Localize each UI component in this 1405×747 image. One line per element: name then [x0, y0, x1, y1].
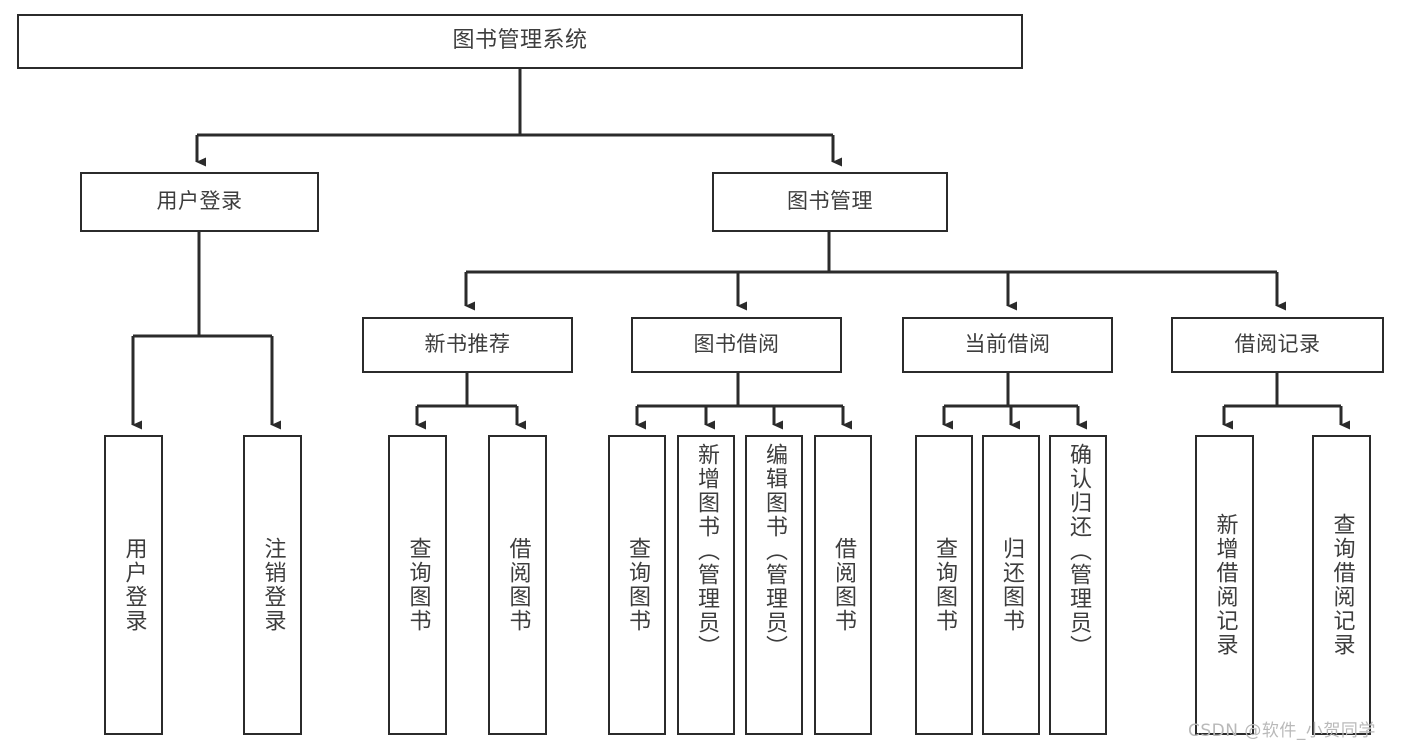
- leaf-records-add-record[interactable]: 新增借阅记录: [1195, 435, 1254, 735]
- node-label: 查询借阅记录: [1329, 513, 1355, 657]
- leaf-book-borrow-add-book-admin[interactable]: 新增图书（管理员）: [677, 435, 735, 735]
- leaf-book-borrow-query-book[interactable]: 查询图书: [608, 435, 666, 735]
- node-label: 用户登录: [156, 189, 243, 214]
- node-label: 查询图书: [932, 537, 957, 633]
- node-label: 借阅图书: [831, 537, 856, 633]
- node-label: 图书管理: [787, 189, 873, 214]
- leaf-current-borrow-return-book[interactable]: 归还图书: [982, 435, 1040, 735]
- leaf-records-query-record[interactable]: 查询借阅记录: [1312, 435, 1371, 735]
- node-label: 当前借阅: [964, 332, 1051, 357]
- node-label: 查询图书: [405, 537, 431, 633]
- leaf-new-book-borrow-book[interactable]: 借阅图书: [488, 435, 547, 735]
- node-label: 新增图书（管理员）: [694, 443, 719, 659]
- node-label: 用户登录: [121, 537, 147, 633]
- node-label: 注销登录: [260, 537, 286, 633]
- leaf-user-login-logout[interactable]: 注销登录: [243, 435, 302, 735]
- node-new-book-recommend[interactable]: 新书推荐: [362, 317, 573, 373]
- leaf-current-borrow-query-book[interactable]: 查询图书: [915, 435, 973, 735]
- node-book-management[interactable]: 图书管理: [712, 172, 948, 232]
- csdn-watermark: CSDN @软件_小贺同学: [1188, 721, 1376, 741]
- node-label: 确认归还（管理员）: [1066, 443, 1091, 659]
- node-current-borrow[interactable]: 当前借阅: [902, 317, 1113, 373]
- node-label: 新书推荐: [424, 332, 511, 357]
- leaf-new-book-query-book[interactable]: 查询图书: [388, 435, 447, 735]
- node-label: 图书管理系统: [452, 28, 588, 54]
- leaf-current-borrow-confirm-return-admin[interactable]: 确认归还（管理员）: [1049, 435, 1107, 735]
- node-label: 借阅记录: [1234, 332, 1321, 357]
- node-label: 归还图书: [999, 537, 1024, 633]
- leaf-book-borrow-edit-book-admin[interactable]: 编辑图书（管理员）: [745, 435, 803, 735]
- leaf-user-login-login[interactable]: 用户登录: [104, 435, 163, 735]
- node-label: 图书借阅: [693, 332, 780, 357]
- node-label: 新增借阅记录: [1212, 513, 1238, 657]
- node-label: 借阅图书: [505, 537, 531, 633]
- leaf-book-borrow-borrow-book[interactable]: 借阅图书: [814, 435, 872, 735]
- node-root-book-management-system[interactable]: 图书管理系统: [17, 14, 1023, 69]
- node-label: 查询图书: [625, 537, 650, 633]
- node-borrow-records[interactable]: 借阅记录: [1171, 317, 1384, 373]
- node-label: 编辑图书（管理员）: [762, 443, 787, 659]
- node-book-borrow[interactable]: 图书借阅: [631, 317, 842, 373]
- node-user-login[interactable]: 用户登录: [80, 172, 319, 232]
